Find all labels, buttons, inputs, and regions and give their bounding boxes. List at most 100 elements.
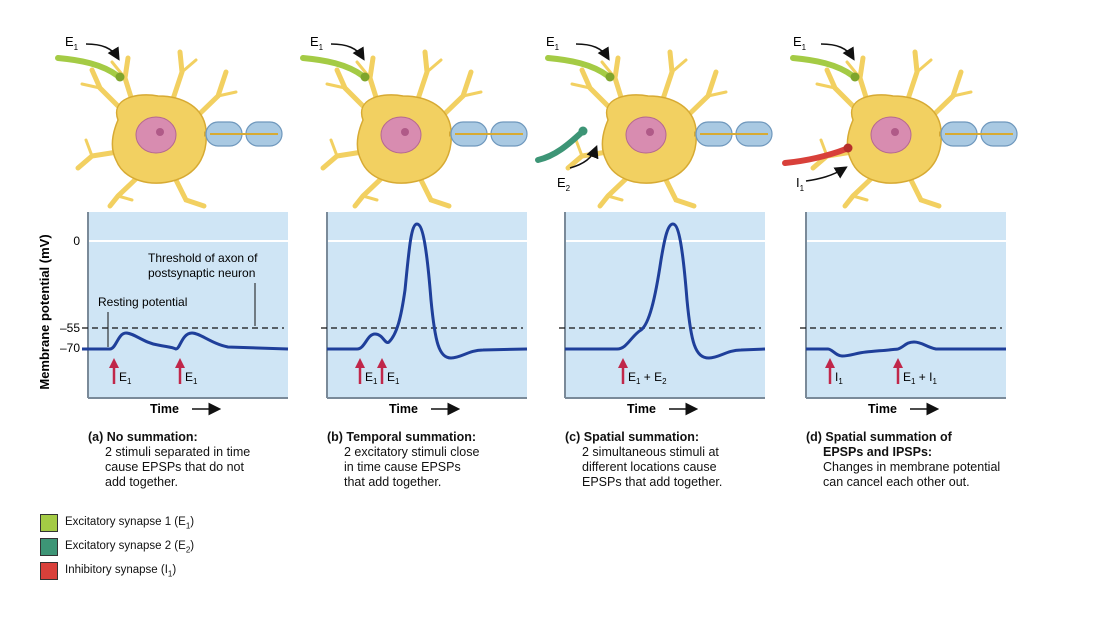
- e1-pointer-arrow: [820, 43, 855, 61]
- y-tick-0: 0: [73, 234, 80, 248]
- dendrite: [329, 138, 339, 158]
- nucleolus: [891, 128, 899, 136]
- synapse-label-d: E1 I1: [793, 34, 807, 193]
- caption-a: (a) No summation: 2 stimuli separated in…: [88, 430, 318, 490]
- legend-label: Excitatory synapse 2 (E2): [65, 539, 195, 555]
- stimulus-label: I1: [835, 370, 843, 386]
- synapse-label-b: E1: [310, 34, 324, 52]
- nucleolus: [646, 128, 654, 136]
- neuron-d: [790, 43, 1018, 209]
- membrane-potential-trace: [88, 331, 289, 351]
- dendrite: [570, 82, 592, 90]
- caption-d: (d) Spatial summation of EPSPs and IPSPs…: [806, 430, 1046, 490]
- caption-c-line: 2 simultaneous stimuli at: [582, 445, 719, 459]
- legend-label: Inhibitory synapse (I1): [65, 563, 177, 579]
- excitatory-synapse-1-terminal: [115, 72, 125, 82]
- dendrite: [180, 58, 198, 74]
- svg-text:E2: E2: [557, 175, 571, 193]
- caption-d-title-2: EPSPs and IPSPs:: [823, 445, 933, 459]
- stimulus-label: E1 + E2: [628, 370, 667, 386]
- e1-pointer-arrow: [330, 43, 365, 61]
- excitatory-synapse-1-terminal: [850, 72, 860, 82]
- i1-pointer-arrow: [805, 166, 848, 182]
- graph-d: I1 E1 + I1 Time: [800, 212, 1006, 416]
- e1-pointer-arrow: [575, 43, 610, 61]
- nucleus: [625, 116, 667, 154]
- excitatory-synapse-1-terminal: [360, 72, 370, 82]
- dendrite: [361, 194, 379, 202]
- caption-b-line: in time cause EPSPs: [344, 460, 461, 474]
- neuron-a: [55, 43, 283, 209]
- dendrite: [662, 175, 697, 209]
- legend-item-inhibitory: Inhibitory synapse (I1): [40, 561, 194, 581]
- svg-text:E1: E1: [65, 34, 79, 52]
- caption-c-line: EPSPs that add together.: [582, 475, 723, 489]
- dendrite: [907, 175, 942, 209]
- svg-text:E1: E1: [546, 34, 560, 52]
- graph-background: [327, 212, 527, 398]
- x-axis-label: Time: [389, 402, 418, 416]
- y-axis-label: Membrane potential (mV): [37, 234, 52, 389]
- inhibitory-synapse-axon: [782, 146, 849, 166]
- nucleus: [870, 116, 912, 154]
- membrane-potential-trace: [327, 222, 528, 360]
- caption-b: (b) Temporal summation: 2 excitatory sti…: [327, 430, 557, 490]
- stimulus-arrow: [175, 358, 185, 384]
- nucleus: [380, 116, 422, 154]
- synapse-label-c: E1 E2: [546, 34, 571, 193]
- inhibitory-synapse-terminal: [843, 143, 853, 153]
- legend-swatch: [40, 538, 58, 556]
- y-tick-55: –55: [60, 321, 80, 335]
- excitatory-synapse-1-axon: [55, 55, 121, 79]
- svg-text:E1: E1: [793, 34, 807, 52]
- caption-a-line: add together.: [105, 475, 178, 489]
- stimulus-arrow: [109, 358, 119, 384]
- legend-item-excitatory-2: Excitatory synapse 2 (E2): [40, 537, 194, 557]
- dendrite: [325, 82, 347, 90]
- stimulus-arrow: [825, 358, 835, 384]
- neuron-c: [545, 43, 773, 209]
- membrane-potential-trace: [806, 340, 1006, 358]
- graph-background: [806, 212, 1006, 398]
- dendrite: [80, 82, 102, 90]
- y-tick-70: –70: [60, 341, 80, 355]
- dendrite: [851, 194, 869, 202]
- dendrite: [425, 58, 443, 74]
- dendrite: [417, 175, 452, 209]
- legend-swatch: [40, 562, 58, 580]
- excitatory-synapse-1-axon: [300, 55, 366, 79]
- legend-item-excitatory-1: Excitatory synapse 1 (E1): [40, 513, 194, 533]
- nucleus: [135, 116, 177, 154]
- resting-potential-label: Resting potential: [98, 295, 187, 309]
- dendrite: [84, 138, 94, 158]
- excitatory-synapse-1-axon: [545, 55, 611, 79]
- caption-b-line: 2 excitatory stimuli close: [344, 445, 480, 459]
- legend-swatch: [40, 514, 58, 532]
- svg-text:E1: E1: [310, 34, 324, 52]
- caption-c-line: different locations cause: [582, 460, 717, 474]
- dendrite: [116, 194, 134, 202]
- stimulus-label: E1 + I1: [903, 370, 937, 386]
- e1-pointer-arrow: [85, 43, 120, 61]
- dendrite: [815, 82, 837, 90]
- dendrite: [706, 90, 728, 98]
- nucleolus: [401, 128, 409, 136]
- excitatory-synapse-1-terminal: [605, 72, 615, 82]
- caption-b-line: that add together.: [344, 475, 442, 489]
- dendrite: [461, 90, 483, 98]
- nucleolus: [156, 128, 164, 136]
- x-axis-label: Time: [150, 402, 179, 416]
- legend: Excitatory synapse 1 (E1) Excitatory syn…: [40, 513, 194, 585]
- excitatory-synapse-2-terminal: [578, 126, 588, 136]
- x-axis-label: Time: [868, 402, 897, 416]
- dendrite: [915, 58, 933, 74]
- caption-c-title: (c) Spatial summation:: [565, 430, 700, 444]
- caption-b-title: (b) Temporal summation:: [327, 430, 477, 444]
- dendrite: [172, 175, 207, 209]
- stimulus-label: E1: [365, 370, 378, 386]
- synapse-label-a: E1: [65, 34, 79, 52]
